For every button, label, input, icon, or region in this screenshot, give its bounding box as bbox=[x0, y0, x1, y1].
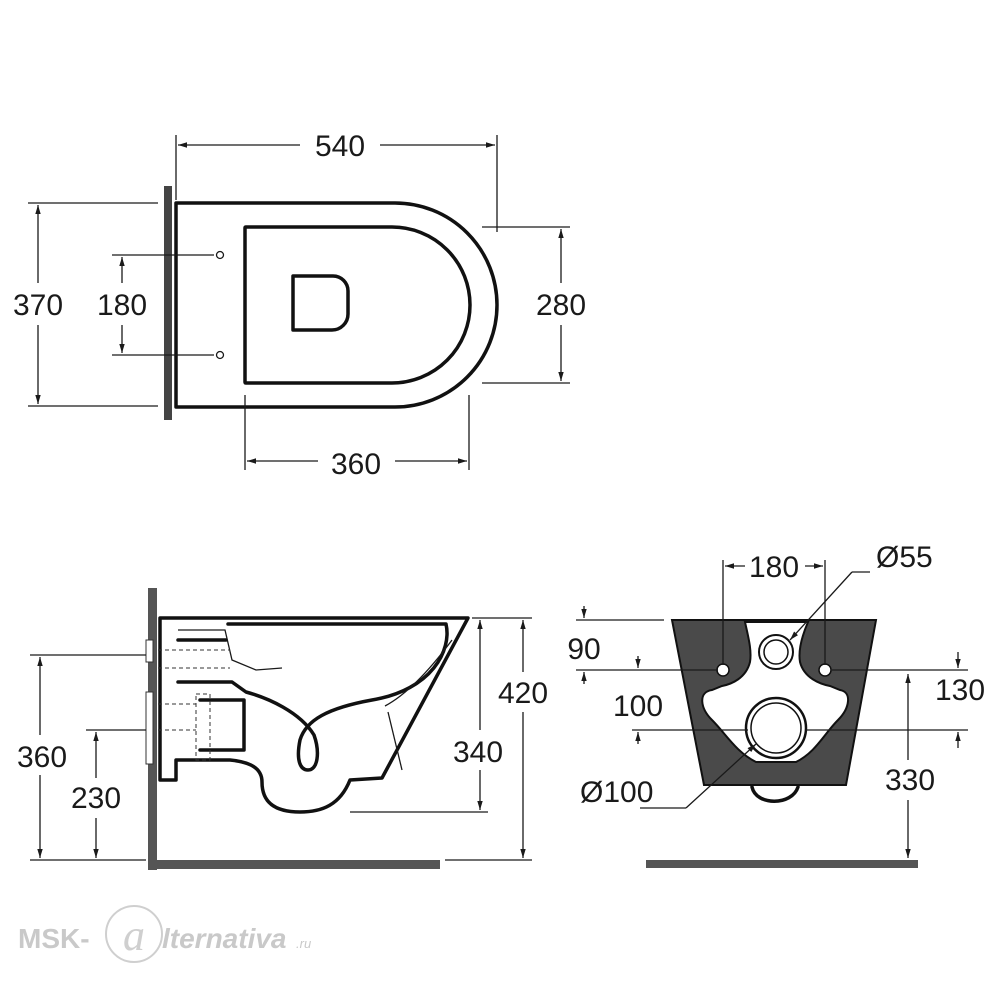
dim-540: 540 bbox=[315, 130, 365, 163]
outlet-circle bbox=[744, 696, 808, 760]
dim-100: 100 bbox=[613, 690, 663, 723]
bowl-outline-top bbox=[174, 201, 499, 409]
watermark-prefix: MSK- bbox=[18, 923, 90, 954]
dim-d55: Ø55 bbox=[876, 541, 933, 574]
dim-230: 230 bbox=[71, 782, 121, 815]
bowl-rim-top bbox=[243, 225, 472, 385]
dim-340: 340 bbox=[453, 736, 503, 769]
bolt-hole-icon bbox=[215, 250, 225, 260]
dim-280: 280 bbox=[536, 289, 586, 322]
dim-360-top: 360 bbox=[331, 448, 381, 481]
dim-180-rear: 180 bbox=[749, 551, 799, 584]
bolt-hole-icon bbox=[215, 350, 225, 360]
watermark-domain: .ru bbox=[296, 936, 311, 951]
rear-view: 180 Ø55 90 100 130 330 Ø100 bbox=[567, 541, 985, 868]
dim-370: 370 bbox=[13, 289, 63, 322]
dim-90: 90 bbox=[567, 633, 600, 666]
floor-rear-view bbox=[646, 860, 918, 868]
bolt-hole-icon bbox=[716, 663, 730, 677]
top-view: 540 370 180 280 360 bbox=[13, 130, 586, 481]
dim-d100: Ø100 bbox=[580, 776, 653, 809]
at-logo-icon: a bbox=[105, 905, 163, 963]
watermark-suffix: lternativa bbox=[162, 923, 287, 954]
dim-420: 420 bbox=[498, 677, 548, 710]
watermark: MSK- a lternativa .ru bbox=[18, 905, 311, 963]
drain-opening-top bbox=[291, 274, 350, 332]
side-view: 420 340 360 230 bbox=[17, 588, 548, 870]
dim-180-top: 180 bbox=[97, 289, 147, 322]
bolt-hole-icon bbox=[818, 663, 832, 677]
dim-360-side: 360 bbox=[17, 741, 67, 774]
wall-top-view bbox=[164, 186, 172, 420]
bowl-profile-side bbox=[158, 616, 470, 814]
dim-330: 330 bbox=[885, 764, 935, 797]
bowl-inner-side bbox=[176, 622, 449, 772]
svg-text:a: a bbox=[123, 911, 145, 960]
dim-130: 130 bbox=[935, 674, 985, 707]
floor-side-view bbox=[148, 860, 440, 869]
